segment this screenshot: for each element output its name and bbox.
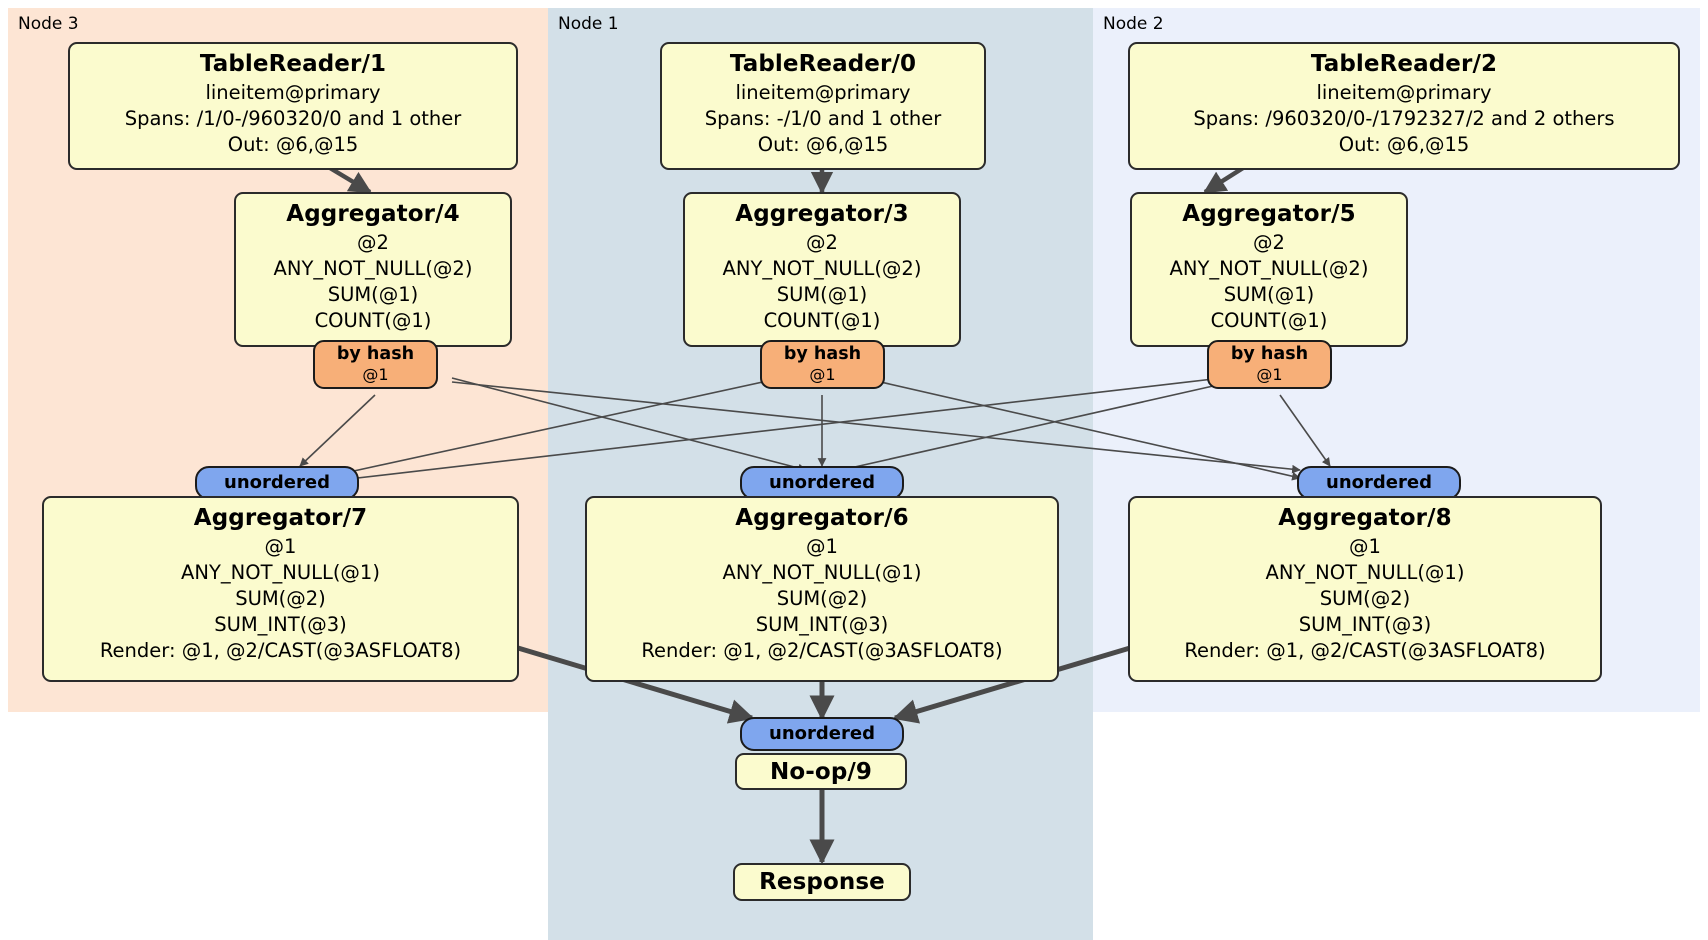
processor-detail: ANY_NOT_NULL(@2): [722, 257, 922, 280]
stream-badge-by-hash-right[interactable]: by hash @1: [1207, 340, 1332, 389]
processor-aggregator-6[interactable]: Aggregator/6 @1 ANY_NOT_NULL(@1) SUM(@2)…: [585, 496, 1059, 682]
badge-kind: by hash: [1230, 344, 1309, 364]
processor-detail: SUM(@2): [235, 587, 326, 610]
badge-label: unordered: [1326, 472, 1432, 493]
processor-response[interactable]: Response: [733, 863, 911, 901]
processor-title: TableReader/1: [199, 51, 387, 77]
processor-detail: COUNT(@1): [1210, 309, 1328, 332]
processor-title: Aggregator/6: [735, 505, 909, 531]
processor-tablereader-2[interactable]: TableReader/2 lineitem@primary Spans: /9…: [1128, 42, 1680, 170]
processor-detail: @1: [806, 535, 838, 558]
processor-detail: lineitem@primary: [735, 81, 911, 104]
processor-detail: @2: [1253, 231, 1285, 254]
processor-detail: SUM_INT(@3): [1298, 613, 1432, 636]
badge-column: @1: [1256, 365, 1283, 384]
processor-tablereader-1[interactable]: TableReader/1 lineitem@primary Spans: /1…: [68, 42, 518, 170]
processor-detail: lineitem@primary: [1316, 81, 1492, 104]
processor-detail: SUM_INT(@3): [214, 613, 347, 636]
stream-badge-unordered-left[interactable]: unordered: [195, 466, 359, 500]
processor-aggregator-3[interactable]: Aggregator/3 @2 ANY_NOT_NULL(@2) SUM(@1)…: [683, 192, 961, 347]
processor-detail: COUNT(@1): [763, 309, 881, 332]
processor-detail: Render: @1, @2/CAST(@3ASFLOAT8): [99, 639, 462, 662]
processor-detail: COUNT(@1): [314, 309, 432, 332]
stream-badge-by-hash-left[interactable]: by hash @1: [313, 340, 438, 389]
processor-aggregator-4[interactable]: Aggregator/4 @2 ANY_NOT_NULL(@2) SUM(@1)…: [234, 192, 512, 347]
badge-label: unordered: [224, 472, 330, 493]
processor-title: Aggregator/4: [286, 201, 460, 227]
processor-detail: SUM_INT(@3): [755, 613, 889, 636]
badge-column: @1: [362, 365, 389, 384]
processor-detail: SUM(@1): [776, 283, 868, 306]
processor-title: Response: [759, 869, 885, 895]
processor-detail: Out: @6,@15: [1338, 133, 1470, 156]
processor-detail: lineitem@primary: [205, 81, 381, 104]
processor-detail: @1: [1349, 535, 1381, 558]
processor-detail: SUM(@1): [1223, 283, 1315, 306]
processor-detail: ANY_NOT_NULL(@1): [722, 561, 922, 584]
processor-detail: ANY_NOT_NULL(@1): [181, 561, 380, 584]
processor-detail: @1: [264, 535, 297, 558]
processor-detail: Out: @6,@15: [757, 133, 889, 156]
processor-title: Aggregator/5: [1182, 201, 1356, 227]
processor-detail: ANY_NOT_NULL(@2): [1169, 257, 1369, 280]
processor-detail: Render: @1, @2/CAST(@3ASFLOAT8): [641, 639, 1003, 662]
processor-detail: @2: [357, 231, 389, 254]
processor-title: Aggregator/8: [1278, 505, 1452, 531]
stream-badge-unordered-final[interactable]: unordered: [740, 717, 904, 751]
processor-detail: SUM(@2): [776, 587, 868, 610]
stream-badge-by-hash-middle[interactable]: by hash @1: [760, 340, 885, 389]
processor-detail: Spans: /960320/0-/1792327/2 and 2 others: [1193, 107, 1615, 130]
panel-node-3-label: Node 3: [18, 14, 79, 34]
processor-detail: ANY_NOT_NULL(@2): [273, 257, 473, 280]
processor-detail: Spans: /1/0-/960320/0 and 1 other: [124, 107, 462, 130]
badge-column: @1: [809, 365, 836, 384]
stream-badge-unordered-middle[interactable]: unordered: [740, 466, 904, 500]
processor-tablereader-0[interactable]: TableReader/0 lineitem@primary Spans: -/…: [660, 42, 986, 170]
processor-detail: Render: @1, @2/CAST(@3ASFLOAT8): [1184, 639, 1546, 662]
panel-node-2-label: Node 2: [1103, 14, 1164, 34]
badge-kind: by hash: [336, 344, 415, 364]
processor-title: TableReader/2: [1310, 51, 1498, 77]
panel-node-1-label: Node 1: [558, 14, 619, 34]
processor-detail: SUM(@2): [1319, 587, 1411, 610]
stream-badge-unordered-right[interactable]: unordered: [1297, 466, 1461, 500]
processor-title: TableReader/0: [729, 51, 917, 77]
processor-aggregator-8[interactable]: Aggregator/8 @1 ANY_NOT_NULL(@1) SUM(@2)…: [1128, 496, 1602, 682]
badge-label: unordered: [769, 723, 875, 744]
processor-detail: SUM(@1): [327, 283, 419, 306]
processor-detail: Spans: -/1/0 and 1 other: [704, 107, 942, 130]
processor-aggregator-7[interactable]: Aggregator/7 @1 ANY_NOT_NULL(@1) SUM(@2)…: [42, 496, 519, 682]
processor-title: Aggregator/7: [193, 505, 368, 531]
badge-label: unordered: [769, 472, 875, 493]
badge-kind: by hash: [783, 344, 862, 364]
processor-noop-9[interactable]: No-op/9: [735, 753, 907, 790]
processor-detail: @2: [806, 231, 838, 254]
processor-aggregator-5[interactable]: Aggregator/5 @2 ANY_NOT_NULL(@2) SUM(@1)…: [1130, 192, 1408, 347]
processor-detail: ANY_NOT_NULL(@1): [1265, 561, 1465, 584]
processor-detail: Out: @6,@15: [227, 133, 359, 156]
processor-title: Aggregator/3: [735, 201, 909, 227]
processor-title: No-op/9: [770, 758, 872, 785]
